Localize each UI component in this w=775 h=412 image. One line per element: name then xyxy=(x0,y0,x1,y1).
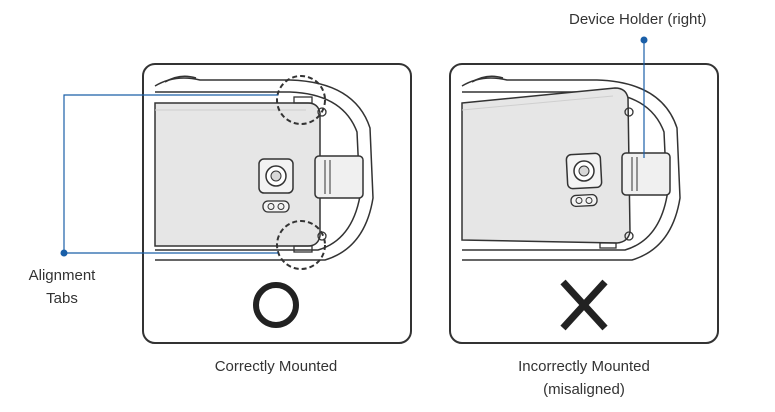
tab-highlight-bottom xyxy=(276,220,326,270)
correct-caption: Correctly Mounted xyxy=(214,358,338,375)
correct-alignment-tabs xyxy=(293,96,327,253)
flash-icon xyxy=(262,200,290,213)
alignment-tabs-label-line1: Alignment xyxy=(28,267,96,284)
incorrect-phone xyxy=(461,87,631,244)
alignment-tabs-label-line2: Tabs xyxy=(46,290,78,307)
tab-highlight-top xyxy=(276,75,326,125)
correct-holder xyxy=(154,75,374,261)
incorrect-caption-line1: Incorrectly Mounted xyxy=(518,358,650,375)
device-holder-label: Device Holder (right) xyxy=(569,11,707,28)
circle-o-icon xyxy=(253,282,299,328)
callout-dot xyxy=(640,36,648,44)
x-cross-icon xyxy=(560,279,608,331)
incorrect-alignment-tabs xyxy=(599,107,634,249)
callout-dot xyxy=(60,249,68,257)
correct-panel xyxy=(142,63,412,344)
correct-device-holder-clamp xyxy=(314,155,364,199)
alignment-tabs-callout xyxy=(60,94,278,257)
incorrect-panel xyxy=(449,63,719,344)
correct-phone xyxy=(154,102,321,247)
device-holder-callout xyxy=(640,36,648,158)
flash-icon xyxy=(570,193,598,208)
incorrect-caption-line2: (misaligned) xyxy=(543,381,625,398)
incorrect-device-holder-clamp xyxy=(621,152,671,196)
